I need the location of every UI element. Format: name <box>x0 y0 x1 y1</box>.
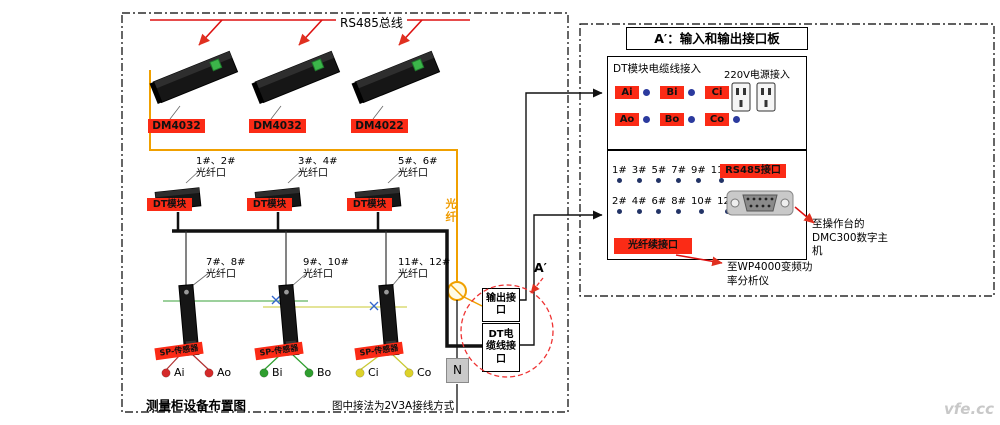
sensor-port-label: 9#、10# 光纤口 <box>303 257 349 281</box>
port-number: 5# <box>651 165 667 176</box>
terminal-dot-icon <box>688 116 695 123</box>
port-type: 光纤口 <box>206 269 236 280</box>
terminal-label-ao: Ao <box>217 366 232 379</box>
port-type: 光纤口 <box>196 168 226 179</box>
terminal-label-ai: Ai <box>174 366 185 379</box>
port-dot-icon <box>699 209 705 214</box>
dt-cable-in-label: DT模块电缆线接入 <box>613 63 701 75</box>
db9-connector-icon <box>726 190 794 216</box>
terminal-label-ci: Ci <box>368 366 379 379</box>
input-tag-ci: Ci <box>705 86 729 99</box>
terminal-dot-bo <box>304 368 314 378</box>
port-numbers: 11#、12# <box>398 257 451 268</box>
dt-port-label: 5#、6# 光纤口 <box>398 156 437 180</box>
output-tag-co: Co <box>705 113 729 126</box>
rs485-bus-label: RS485总线 <box>336 14 407 31</box>
terminal-label-bi: Bi <box>272 366 283 379</box>
terminal-label-co: Co <box>417 366 432 379</box>
terminal-dot-icon <box>643 116 650 123</box>
dt-port-label: 1#、2# 光纤口 <box>196 156 235 180</box>
fiber-label: 光纤 <box>444 198 457 224</box>
port-number: 4# <box>631 196 647 207</box>
port-dot-icon <box>718 178 724 183</box>
dm-device-label: DM4032 <box>148 119 205 133</box>
terminal-dot-bi <box>259 368 269 378</box>
output-tag-bo: Bo <box>660 113 684 126</box>
terminal-dot-ao <box>204 368 214 378</box>
port-numbers: 5#、6# <box>398 156 438 167</box>
dt-module-label: DT模块 <box>247 198 292 211</box>
power-socket-icon <box>731 82 751 112</box>
dm-device <box>149 50 239 104</box>
dm-device-label: DM4032 <box>249 119 306 133</box>
port-number: 1# <box>612 165 627 176</box>
port-number: 3# <box>631 165 647 176</box>
terminal-dot-co <box>404 368 414 378</box>
port-dot-icon <box>676 209 682 214</box>
rs485-port-label: RS485接口 <box>720 164 786 178</box>
port-dot-icon <box>656 178 662 183</box>
terminal-label-bo: Bo <box>317 366 332 379</box>
dm-device <box>251 50 341 104</box>
watermark: vfe.cc <box>944 400 994 418</box>
port-dot-icon <box>636 209 642 214</box>
signal-input-row: Ai Bi Ci <box>615 86 750 99</box>
port-number: 8# <box>671 196 686 207</box>
port-dot-icon <box>636 178 642 183</box>
terminal-dot-icon <box>643 89 650 96</box>
dt-cable-port-box: DT电缆线接口 <box>482 323 520 372</box>
output-tag-ao: Ao <box>615 113 639 126</box>
port-dot-icon <box>616 178 622 183</box>
wiring-note: 图中接法为2V3A接线方式 <box>332 400 455 412</box>
diagram-title: 测量柜设备布置图 <box>146 398 247 413</box>
input-tag-ai: Ai <box>615 86 639 99</box>
odd-ports-row: 1# 3# 5# 7# 9# 11# <box>612 165 732 183</box>
dm-device <box>351 50 441 104</box>
sensor-port-label: 7#、8# 光纤口 <box>206 257 245 281</box>
terminal-dot-icon <box>688 89 695 96</box>
port-dot-icon <box>656 209 662 214</box>
output-port-box: 输出接口 <box>482 288 520 322</box>
a-prime-callout: A′ <box>534 260 547 275</box>
dt-module-label: DT模块 <box>347 198 392 211</box>
dm-device-label: DM4022 <box>351 119 408 133</box>
signal-output-row: Ao Bo Co <box>615 113 750 126</box>
input-tag-bi: Bi <box>660 86 684 99</box>
dt-module-label: DT模块 <box>147 198 192 211</box>
fiber-splice-port-label: 光纤续接口 <box>614 238 692 254</box>
port-type: 光纤口 <box>398 269 428 280</box>
port-numbers: 9#、10# <box>303 257 349 268</box>
terminal-dot-ci <box>355 368 365 378</box>
port-number: 6# <box>651 196 667 207</box>
port-number: 2# <box>612 196 627 207</box>
sensor-port-label: 11#、12# 光纤口 <box>398 257 450 281</box>
port-number: 7# <box>671 165 686 176</box>
dmc300-note: 至操作台的DMC300数字主机 <box>812 218 889 258</box>
port-type: 光纤口 <box>303 269 333 280</box>
port-dot-icon <box>616 209 622 214</box>
port-number: 10# <box>691 196 713 207</box>
dt-port-label: 3#、4# 光纤口 <box>298 156 337 180</box>
wp4000-note: 至WP4000变频功率分析仪 <box>727 261 813 287</box>
terminal-dot-ai <box>161 368 171 378</box>
port-dot-icon <box>676 178 682 183</box>
port-numbers: 3#、4# <box>298 156 338 167</box>
fiber-coupler-icon <box>447 281 467 301</box>
neutral-marker: N <box>446 358 469 383</box>
port-dot-icon <box>695 178 701 183</box>
signal-lines-to-board <box>520 88 603 346</box>
even-ports-row: 2# 4# 6# 8# 10# 12# <box>612 196 738 214</box>
power-socket-icon <box>756 82 776 112</box>
interface-board-title: A′：输入和输出接口板 <box>626 27 808 50</box>
terminal-dot-icon <box>733 116 740 123</box>
port-type: 光纤口 <box>398 168 428 179</box>
port-numbers: 1#、2# <box>196 156 236 167</box>
power-in-label: 220V电源接入 <box>724 70 790 81</box>
port-number: 9# <box>691 165 706 176</box>
port-type: 光纤口 <box>298 168 328 179</box>
port-numbers: 7#、8# <box>206 257 246 268</box>
a-prime-arrow <box>530 277 544 294</box>
